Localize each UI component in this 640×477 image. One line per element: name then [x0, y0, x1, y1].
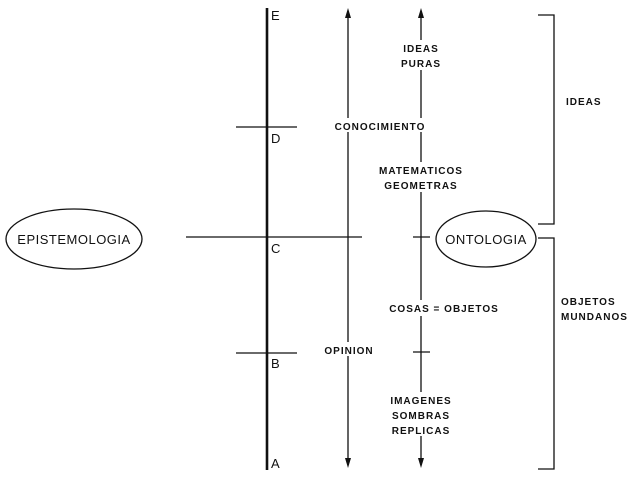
epistemology-arrow-up [345, 8, 351, 18]
point-d: D [271, 131, 281, 146]
bracket-objetos-line2: MUNDANOS [561, 312, 628, 323]
ontology-ellipse [435, 210, 537, 268]
imagenes-line2: SOMBRAS [392, 411, 450, 422]
bracket-ideas-label: IDEAS [566, 97, 602, 108]
epistemology-label: EPISTEMOLOGIA [17, 232, 130, 247]
ontology-arrow-up [418, 8, 424, 18]
epistemology-ellipse [5, 208, 143, 270]
point-c: C [271, 241, 281, 256]
bracket-objetos [538, 237, 555, 470]
ontology-arrow-down [418, 458, 424, 468]
ideas-puras-line2: PURAS [401, 59, 441, 70]
imagenes-bg [388, 392, 454, 436]
opinion-bg [320, 342, 378, 356]
imagenes-line3: REPLICAS [392, 426, 451, 437]
matematicos-line2: GEOMETRAS [384, 181, 457, 192]
bracket-objetos-line1: OBJETOS [561, 297, 616, 308]
conocimiento-bg [325, 118, 435, 132]
cosas-label: COSAS = OBJETOS [389, 304, 499, 315]
epistemology-arrow-down [345, 458, 351, 468]
cosas-bg [380, 300, 510, 316]
point-b: B [271, 356, 280, 371]
ideas-puras-bg [398, 40, 444, 70]
point-a: A [271, 456, 280, 471]
conocimiento-label: CONOCIMIENTO [335, 122, 426, 133]
opinion-label: OPINION [324, 346, 373, 357]
point-e: E [271, 8, 280, 23]
bracket-ideas [538, 14, 555, 225]
imagenes-line1: IMAGENES [390, 396, 451, 407]
ideas-puras-line1: IDEAS [403, 44, 439, 55]
ontology-label: ONTOLOGIA [445, 232, 527, 247]
matematicos-line1: MATEMATICOS [379, 166, 463, 177]
matematicos-bg [375, 162, 467, 192]
